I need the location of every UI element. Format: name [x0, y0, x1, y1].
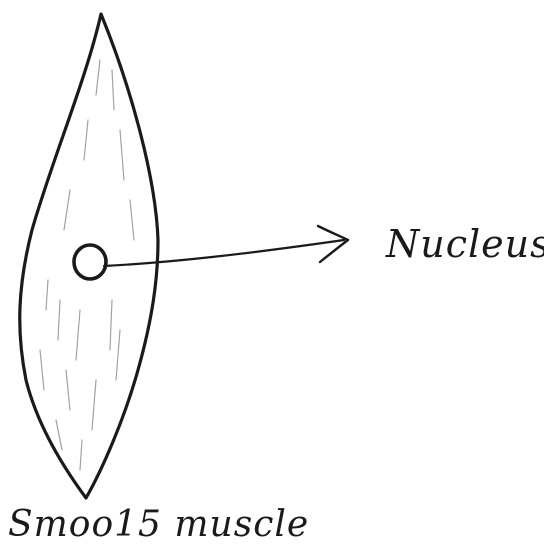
nucleus-pointer-line	[104, 240, 344, 266]
diagram-title: Smoo15 muscle	[8, 504, 309, 545]
cell-outline	[20, 14, 158, 498]
nucleus-label: Nucleus	[386, 222, 544, 266]
nucleus-shape	[74, 245, 106, 279]
